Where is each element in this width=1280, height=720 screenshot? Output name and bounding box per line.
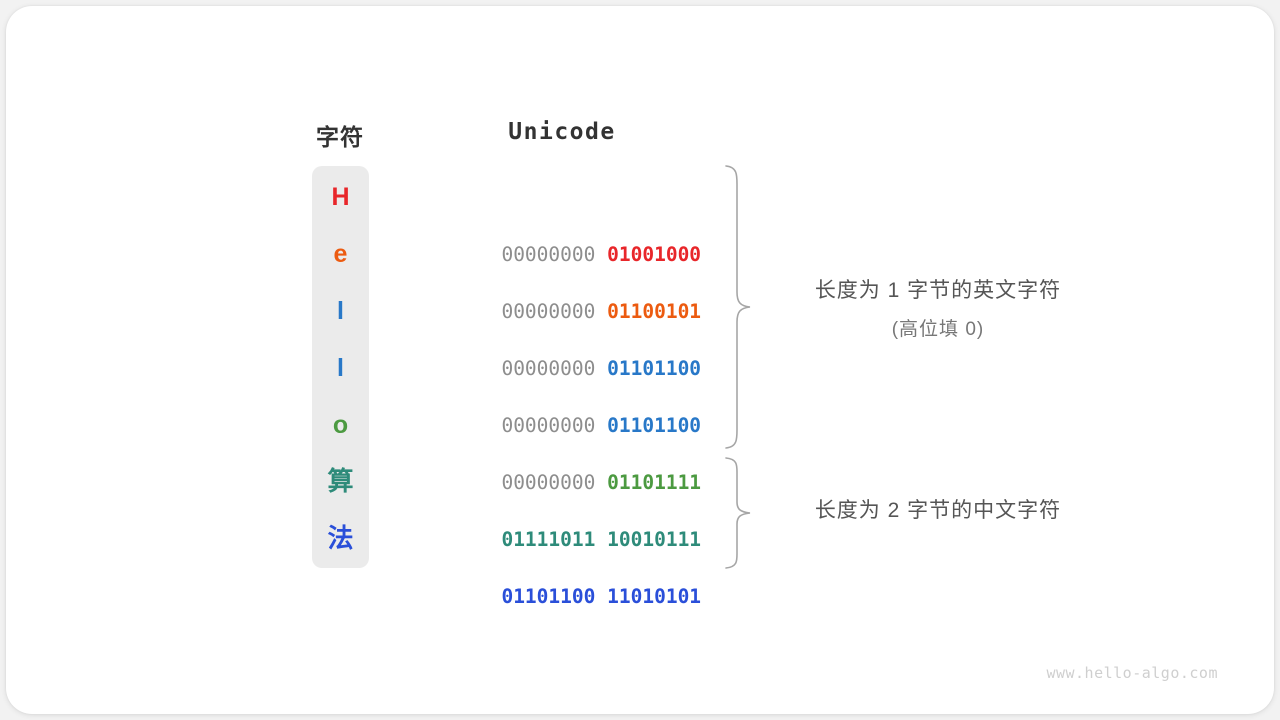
low-byte: 01001000 [607,243,702,266]
character-glyph: H [331,183,350,211]
character-cell-6: 法 [312,511,369,568]
low-byte: 01101100 [607,357,702,380]
annotation-cjk-line1: 长度为 2 字节的中文字符 [814,499,1062,522]
low-byte: 11010101 [607,585,702,608]
character-glyph: 算 [327,467,354,497]
character-glyph: o [332,411,349,439]
binary-row-1: 00000000 01100101 [431,226,701,323]
annotation-ascii: 长度为 1 字节的英文字符 (高位填 0) [768,274,1108,341]
binary-row-2: 00000000 01101100 [431,283,701,380]
high-byte: 01111011 [501,528,596,551]
watermark: www.hello-algo.com [1046,664,1218,682]
high-byte: 00000000 [501,414,596,437]
brace-ascii-group [725,165,751,449]
brace-cjk-group [725,457,751,569]
high-byte: 00000000 [501,300,596,323]
character-cell-1: e [312,226,369,283]
low-byte: 01101111 [607,471,702,494]
binary-row-0: 00000000 01001000 [431,169,701,266]
figure-card: 字符 Unicode H e l l o 算 法 00000000 010010… [6,6,1274,714]
binary-row-3: 00000000 01101100 [431,340,701,437]
low-byte: 01100101 [607,300,702,323]
annotation-cjk: 长度为 2 字节的中文字符 [768,494,1108,524]
character-cell-2: l [312,283,369,340]
character-cell-0: H [312,169,369,226]
low-byte: 01101100 [607,414,702,437]
character-column-background [312,166,369,568]
high-byte: 00000000 [501,471,596,494]
character-glyph: 法 [327,524,354,554]
binary-row-4: 00000000 01101111 [431,397,701,494]
column-header-character: 字符 [316,124,364,150]
high-byte: 00000000 [501,357,596,380]
annotation-ascii-line1: 长度为 1 字节的英文字符 [814,279,1062,302]
character-glyph: l [337,297,344,325]
high-byte: 01101100 [501,585,596,608]
character-cell-4: o [312,397,369,454]
character-cell-3: l [312,340,369,397]
binary-row-6: 01101100 11010101 [431,511,701,608]
column-header-unicode: Unicode [508,119,616,145]
high-byte: 00000000 [501,243,596,266]
character-glyph: l [337,354,344,382]
character-cell-5: 算 [312,454,369,511]
binary-row-5: 01111011 10010111 [431,454,701,551]
annotation-ascii-line2: (高位填 0) [891,319,985,340]
character-glyph: e [333,240,348,268]
low-byte: 10010111 [607,528,702,551]
